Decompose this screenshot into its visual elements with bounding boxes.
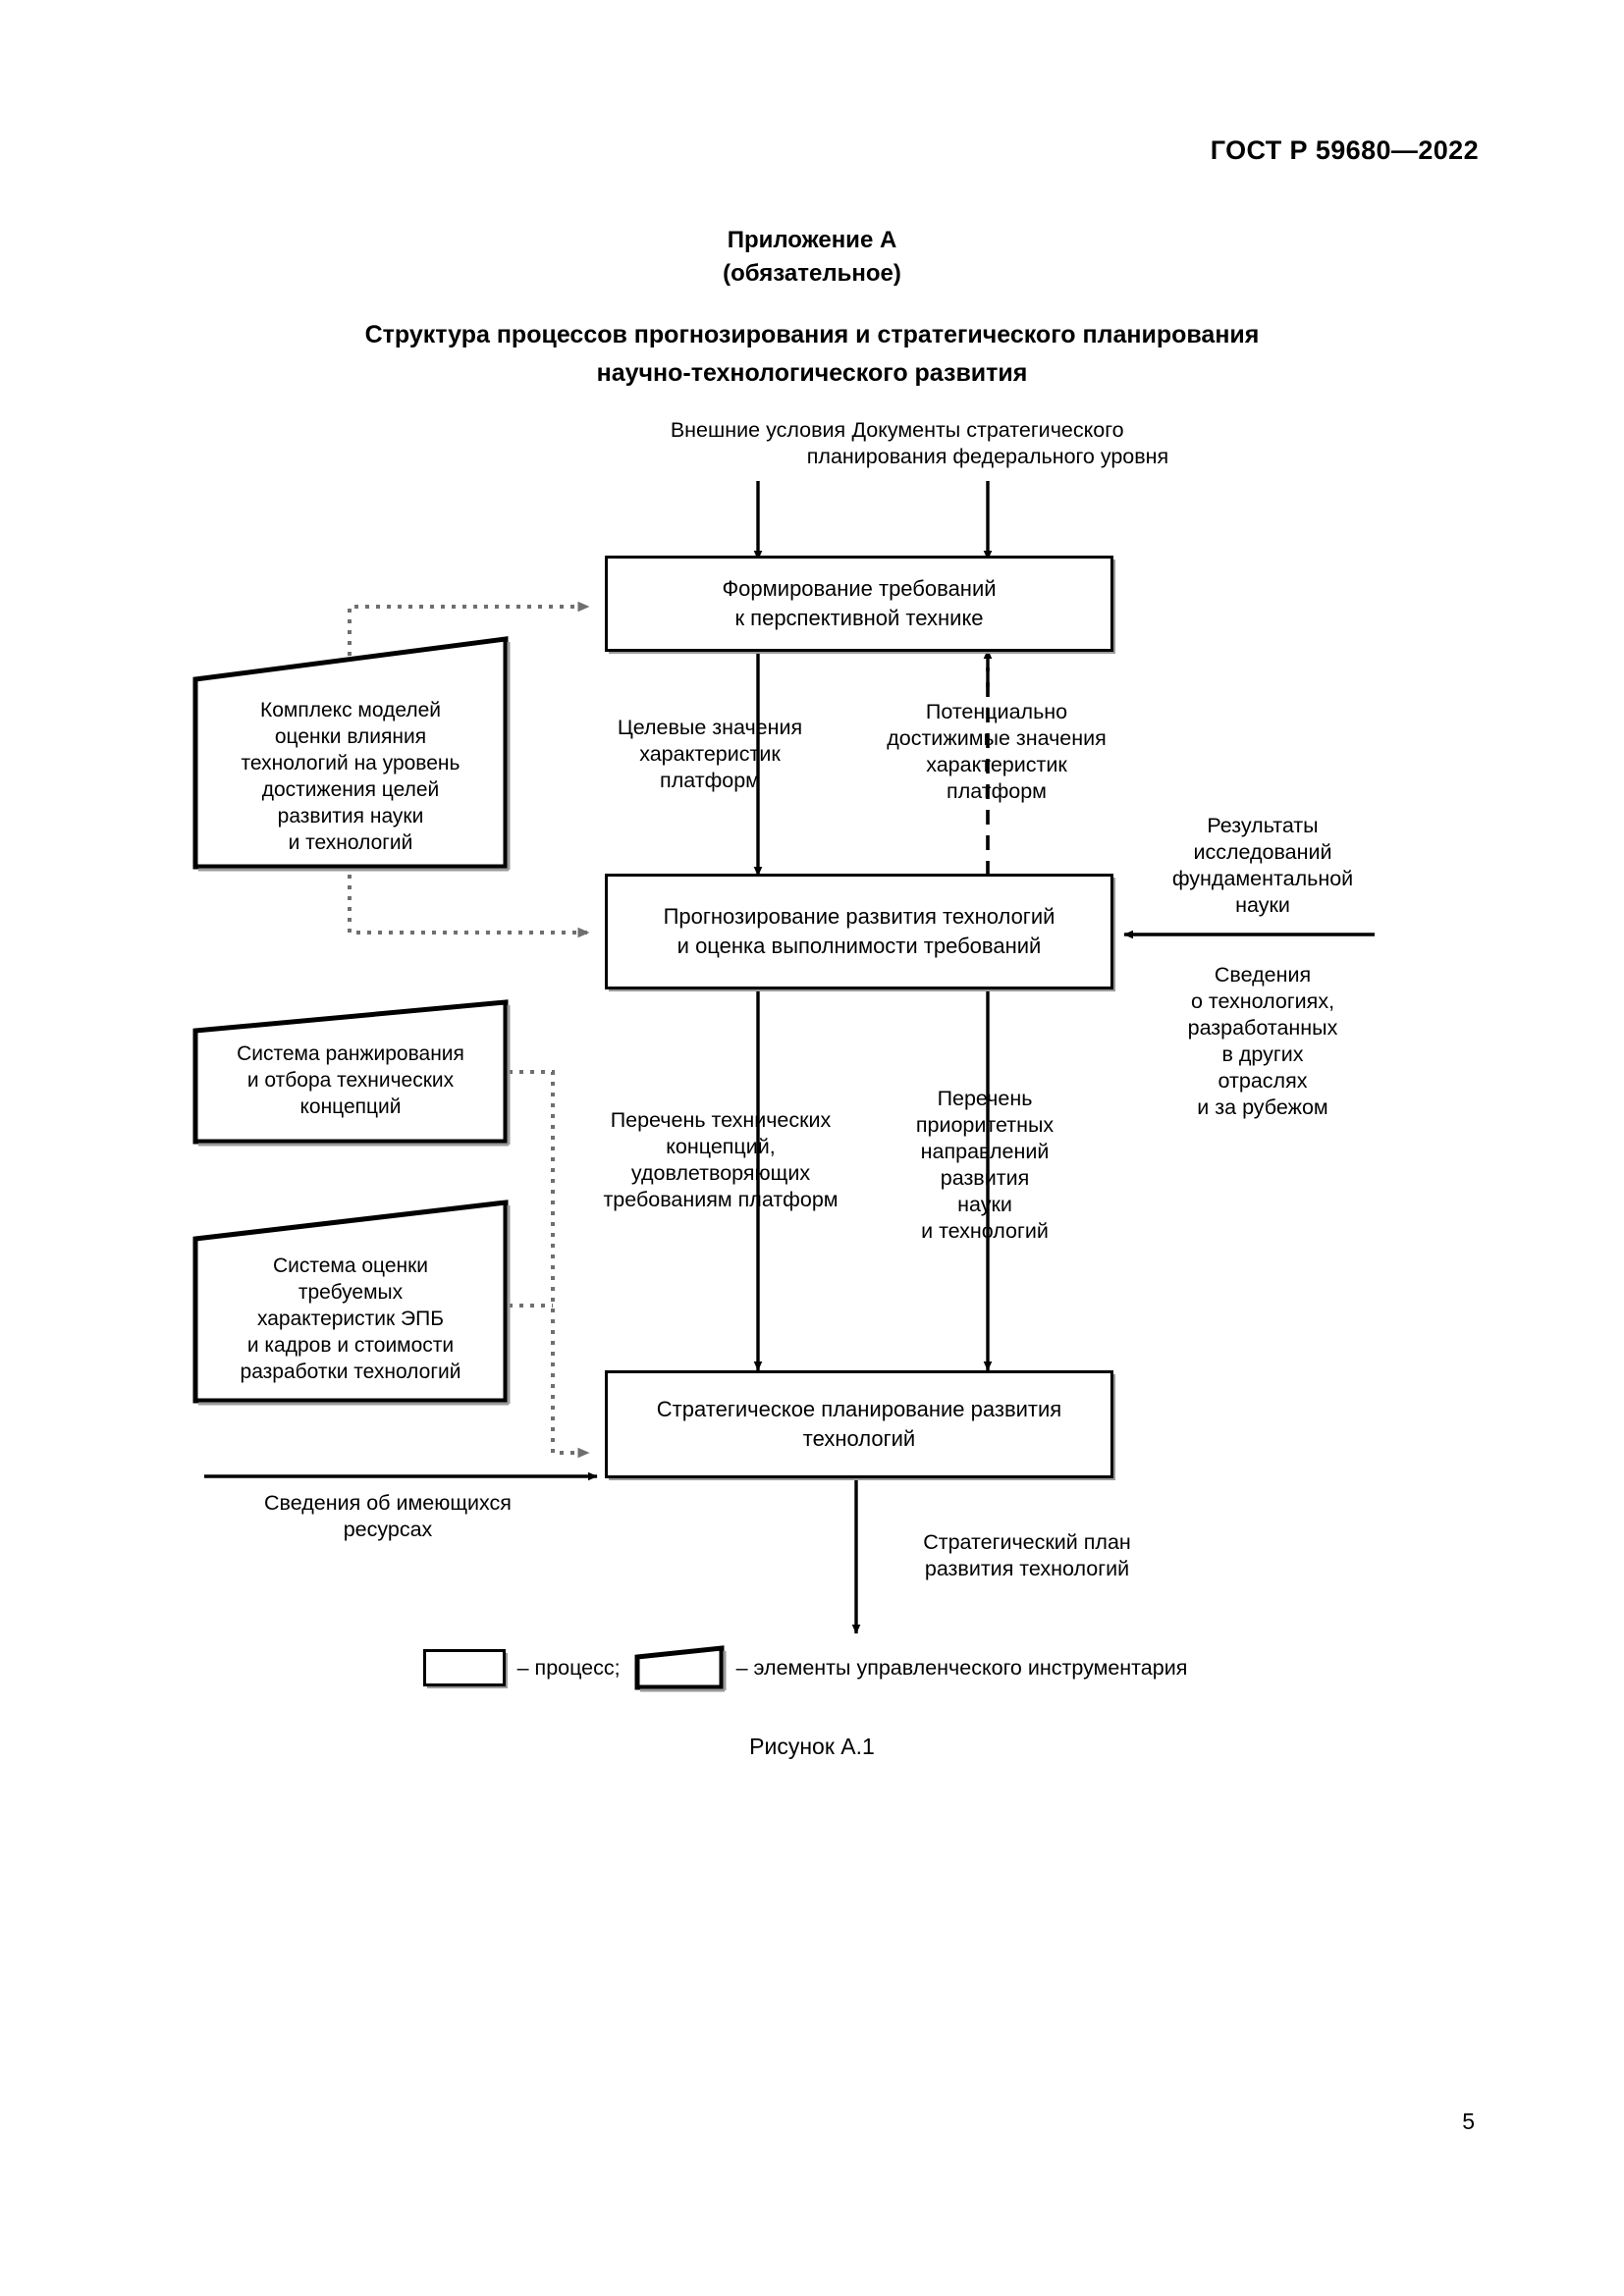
input-label-fundamental-research: Результаты исследований фундаментальной … — [1171, 814, 1354, 917]
appendix-name: Приложение А — [727, 227, 897, 253]
tool-box-impact-models-label: Комплекс моделей оценки влияния технолог… — [241, 699, 460, 854]
flow-label-strategic-plan: Стратегический план развития технологий — [923, 1530, 1131, 1580]
page-title-line-1: Структура процессов прогнозирования и ст… — [364, 321, 1260, 348]
appendix-heading: Приложение А (обязательное) — [0, 224, 1624, 291]
input-label-federal-documents: Документы стратегического планирования ф… — [806, 418, 1169, 468]
process-box-requirements-formation[interactable]: Формирование требований к перспективной … — [605, 556, 1113, 652]
tool-box-ranking-system[interactable]: Система ранжирования и отбора технически… — [192, 999, 511, 1147]
flow-label-priority-directions: Перечень приоритетных направлений развит… — [915, 1087, 1055, 1243]
input-label-available-resources: Сведения об имеющихся ресурсах — [264, 1491, 512, 1541]
tool-box-impact-models[interactable]: Комплекс моделей оценки влияния технолог… — [192, 636, 511, 872]
legend: – процесс; – элементы управленческого ин… — [0, 1645, 1624, 1692]
figure-caption: Рисунок А.1 — [749, 1734, 875, 1759]
flow-label-concepts-list: Перечень технических концепций, удовлетв… — [603, 1108, 839, 1211]
page-number: 5 — [1462, 2109, 1475, 2134]
process-box-technology-forecasting[interactable]: Прогнозирование развития технологий и оц… — [605, 874, 1113, 989]
tool-box-epb-assessment-system-label: Система оценки требуемых характеристик Э… — [240, 1255, 461, 1383]
legend-process-label: – процесс; — [516, 1655, 621, 1680]
flow-label-achievable-values: Потенциально достижимые значения характе… — [887, 700, 1107, 803]
tool-box-ranking-system-label: Система ранжирования и отбора технически… — [237, 1042, 464, 1118]
tool-box-epb-assessment-system[interactable]: Система оценки требуемых характеристик Э… — [192, 1200, 511, 1406]
legend-tool-label: – элементы управленческого инструментари… — [735, 1655, 1188, 1680]
page-title-line-2: научно-технологического развития — [596, 359, 1028, 387]
page-title: Структура процессов прогнозирования и ст… — [0, 316, 1624, 393]
legend-process-swatch — [422, 1649, 506, 1686]
legend-tool-swatch — [634, 1645, 727, 1692]
flow-label-target-values: Целевые значения характеристик платформ — [617, 716, 803, 792]
input-label-external-conditions: Внешние условия — [670, 418, 846, 442]
input-label-other-industries: Сведения о технологиях, разработанных в … — [1187, 963, 1338, 1119]
standard-header: ГОСТ Р 59680—2022 — [1210, 135, 1479, 165]
appendix-status: (обязательное) — [723, 260, 901, 287]
process-box-strategic-planning[interactable]: Стратегическое планирование развития тех… — [605, 1370, 1113, 1478]
